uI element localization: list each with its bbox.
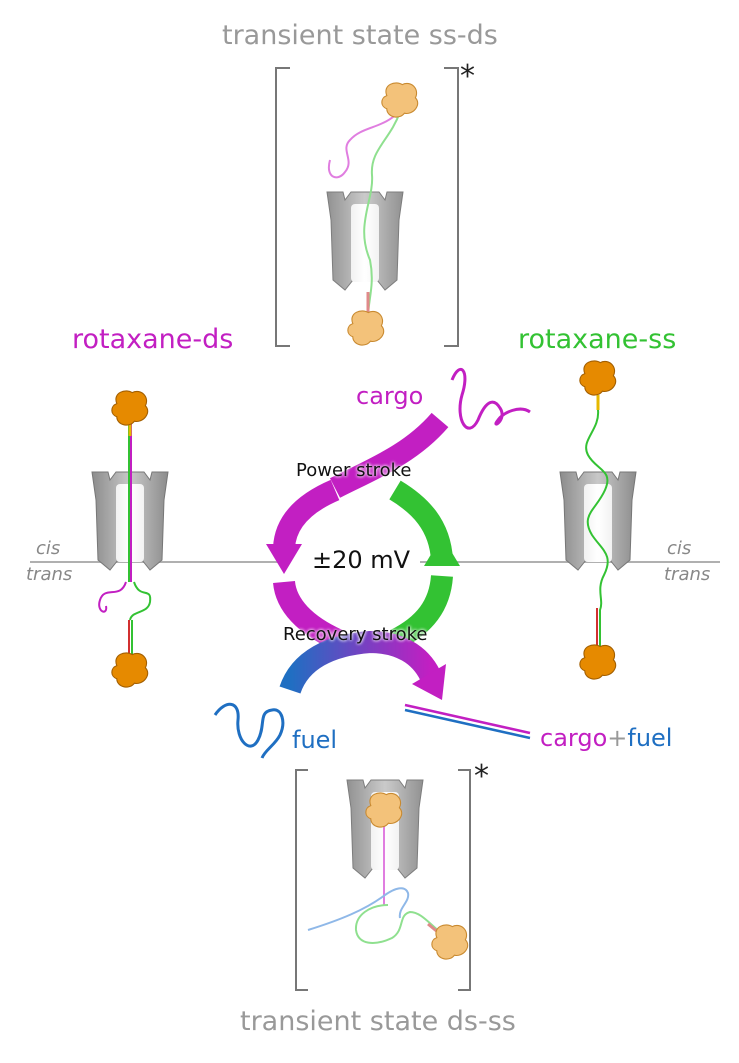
bracket-bottom bbox=[295, 769, 471, 991]
product-cargo-label: cargo bbox=[540, 724, 608, 752]
protein-ss-lower bbox=[579, 644, 617, 680]
cycle-arc-right-lower bbox=[389, 574, 453, 650]
strands-rotaxane-ds bbox=[98, 420, 152, 660]
protein-bottom-lower bbox=[431, 924, 469, 960]
voltage-label: ±20 mV bbox=[312, 546, 411, 574]
protein-top-lower bbox=[347, 310, 385, 346]
trans-left-label: trans bbox=[26, 564, 73, 585]
product-arrow bbox=[412, 664, 446, 700]
product-strand-blue bbox=[404, 708, 531, 740]
cycle-arrow-right bbox=[424, 536, 460, 566]
rotaxane-ds-label: rotaxane-ds bbox=[72, 324, 234, 355]
cargo-label: cargo bbox=[356, 382, 424, 410]
product-fuel-label: fuel bbox=[627, 724, 673, 752]
top-state-title: transient state ss-ds bbox=[222, 20, 498, 51]
protein-top-upper bbox=[381, 82, 419, 118]
trans-right-label: trans bbox=[664, 564, 711, 585]
fuel-strand bbox=[213, 702, 285, 759]
cargo-in-arc bbox=[329, 412, 449, 498]
fuel-label: fuel bbox=[292, 726, 338, 754]
protein-ds-lower bbox=[111, 652, 149, 688]
top-state-star: * bbox=[460, 59, 475, 94]
cycle-arrow-left bbox=[266, 544, 302, 574]
cycle-arc-left bbox=[273, 479, 340, 550]
rotaxane-ss-label: rotaxane-ss bbox=[518, 324, 677, 355]
bottom-state-star: * bbox=[474, 759, 489, 794]
product-label: cargo+fuel bbox=[540, 726, 672, 750]
cis-left-label: cis bbox=[36, 538, 61, 559]
protein-ds-upper bbox=[111, 390, 149, 426]
cargo-strand bbox=[450, 367, 531, 430]
strands-rotaxane-ss bbox=[585, 395, 609, 650]
product-strand-magenta bbox=[404, 703, 531, 735]
power-stroke-label: Power stroke bbox=[296, 460, 412, 481]
protein-bottom-upper bbox=[365, 792, 403, 828]
protein-ss-upper bbox=[579, 360, 617, 396]
bracket-top bbox=[275, 67, 459, 347]
bottom-state-title: transient state ds-ss bbox=[240, 1006, 516, 1037]
product-plus: + bbox=[607, 724, 628, 752]
fuel-in-arc bbox=[279, 630, 440, 695]
recovery-stroke-label: Recovery stroke bbox=[283, 624, 428, 645]
cycle-arc-left-lower bbox=[273, 580, 343, 651]
cis-right-label: cis bbox=[667, 538, 692, 559]
pore-rotaxane-ss bbox=[559, 471, 637, 571]
